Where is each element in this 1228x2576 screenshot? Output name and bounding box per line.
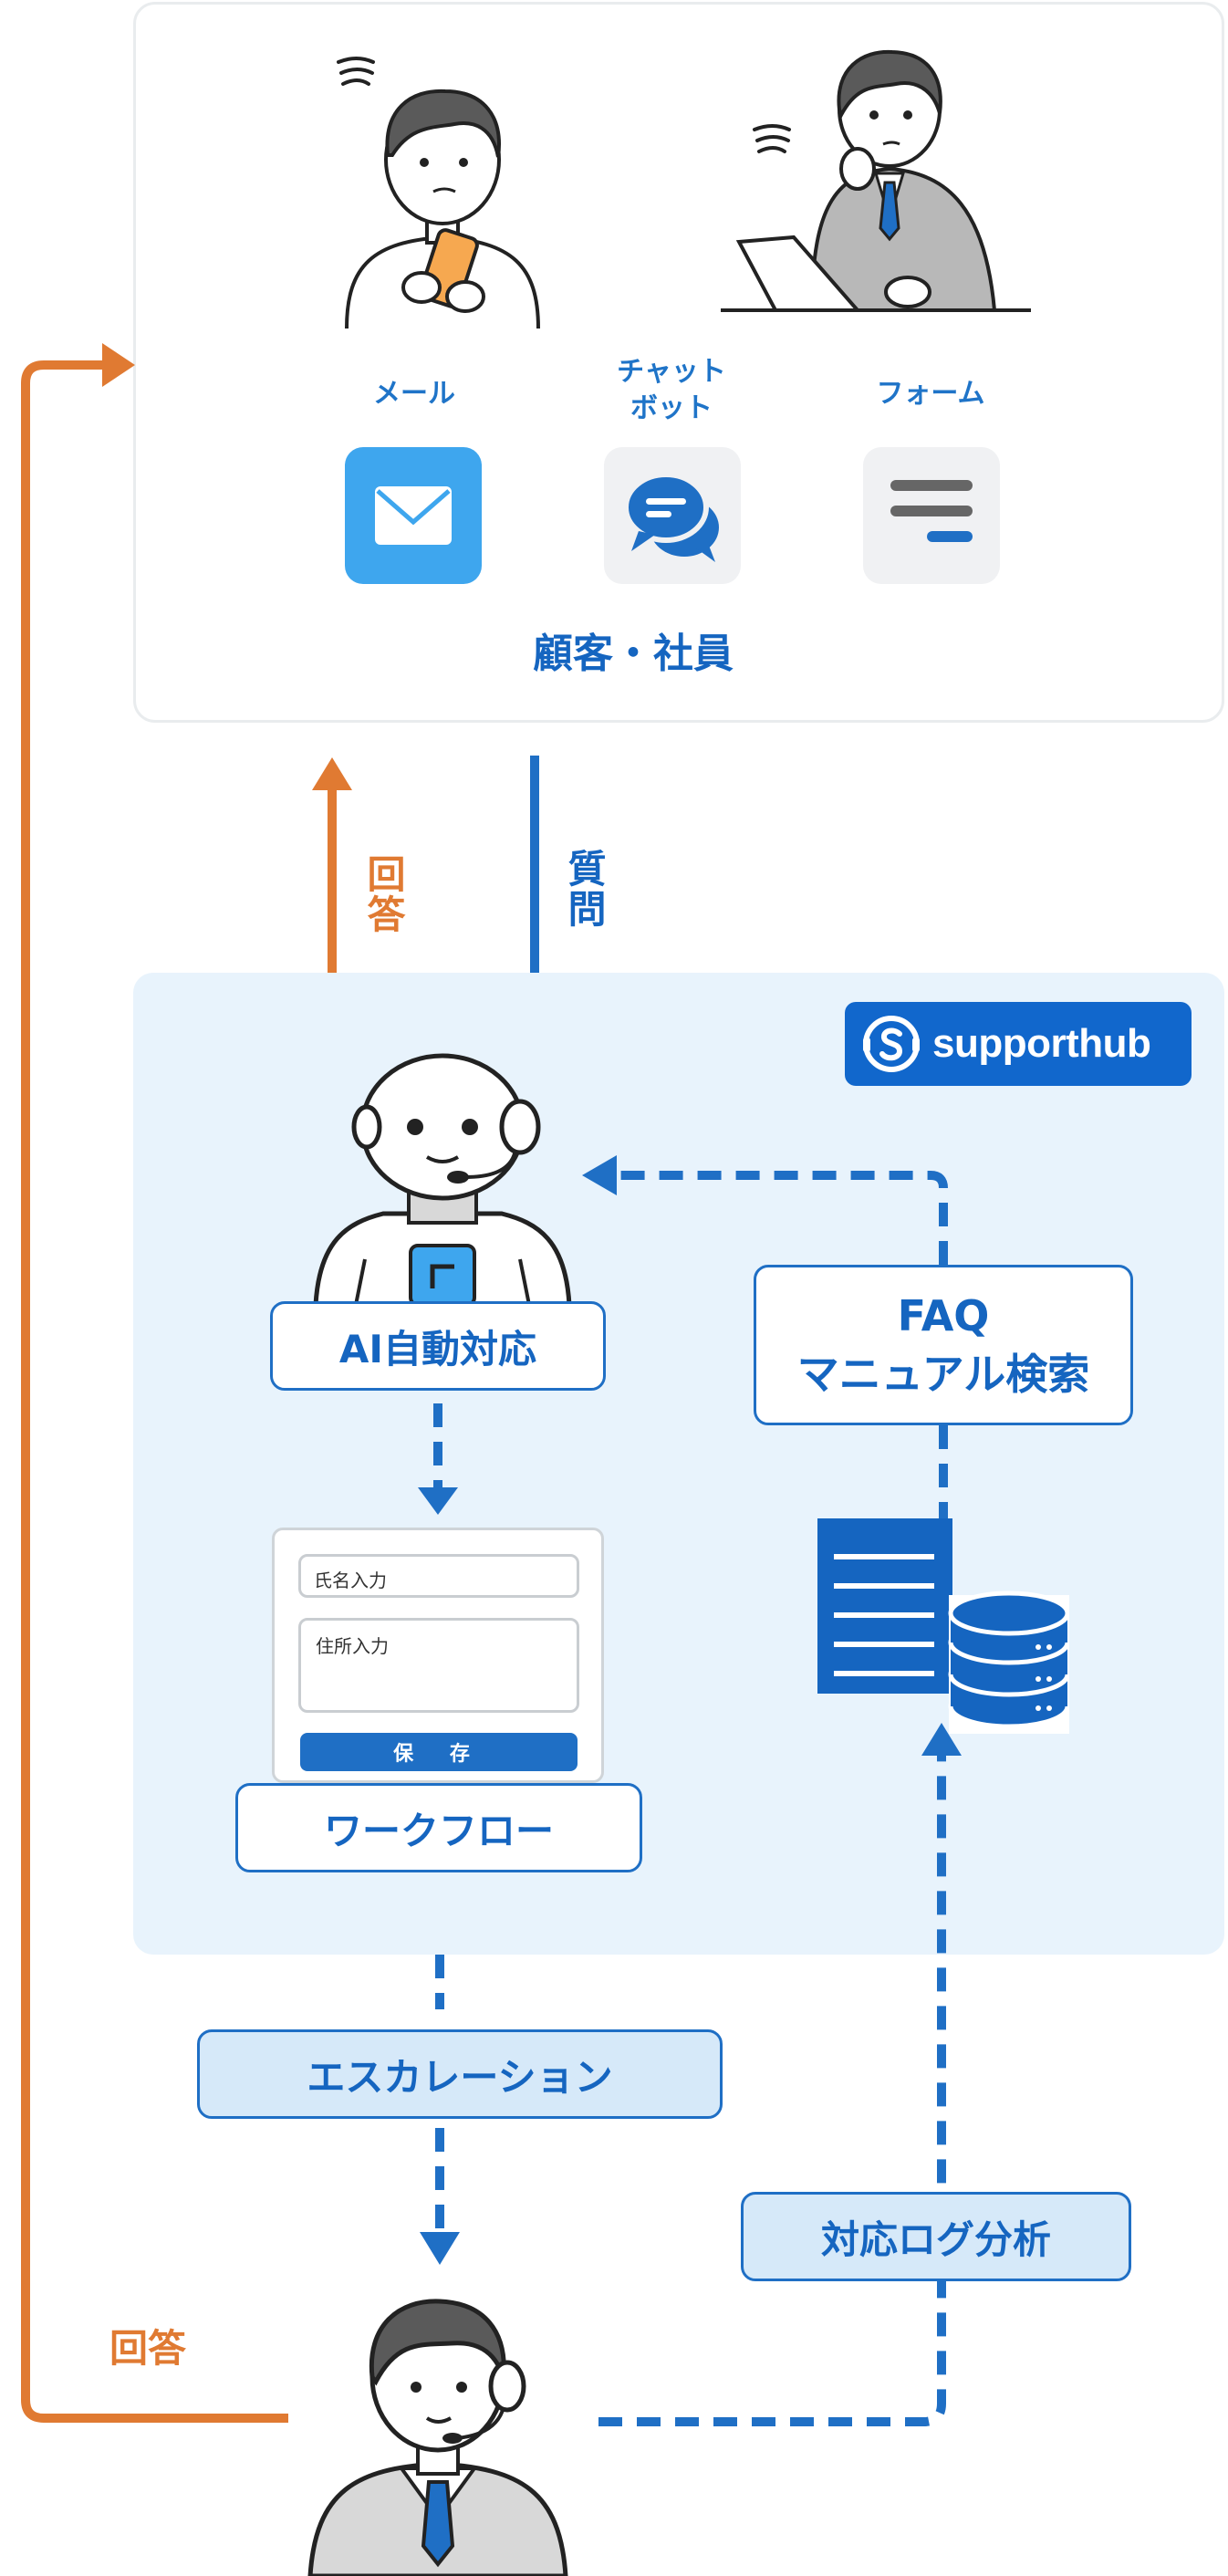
escalation-to-operator-arrow [420, 2128, 460, 2265]
supporthub-logo-icon [863, 1016, 920, 1072]
mail-channel-tile [345, 447, 482, 584]
faq-manual-search-box: FAQ マニュアル検索 [754, 1265, 1133, 1425]
faq-to-docs-line [939, 1425, 948, 1520]
workflow-form-card: 氏名入力 住所入力 保 存 [272, 1528, 604, 1783]
down-arrowhead-icon [418, 1487, 458, 1515]
ai-auto-response-label: AI自動対応 [270, 1301, 606, 1391]
ai-to-workflow-arrow [418, 1403, 458, 1515]
chatbot-channel-tile [604, 447, 741, 584]
left-arrowhead-icon [582, 1155, 617, 1195]
faq-label-line1: FAQ [897, 1291, 990, 1340]
name-input[interactable]: 氏名入力 [298, 1554, 579, 1598]
faq-to-ai-arrow [582, 1155, 948, 1265]
up-arrowhead-icon [921, 1723, 962, 1756]
document-database-icon [817, 1518, 1069, 1734]
faq-label-line2: マニュアル検索 [796, 1350, 1090, 1399]
businessman-laptop-illustration [721, 49, 1031, 312]
down-arrowhead-icon-2 [420, 2232, 460, 2265]
panel-to-escalation-line [435, 1955, 444, 2009]
question-label: 質問 [562, 849, 607, 929]
mail-icon [375, 486, 452, 545]
customer-employee-title: 顧客・社員 [533, 631, 734, 677]
answer-label-top: 回答 [361, 854, 406, 934]
operator-illustration [307, 2299, 568, 2576]
save-button[interactable]: 保 存 [300, 1733, 578, 1771]
chat-bubble-icon [623, 472, 719, 562]
supporthub-logo-text: supporthub [932, 1021, 1151, 1066]
channel-label-mail: メール [373, 378, 455, 410]
supporthub-logo: supporthub [845, 1002, 1192, 1086]
person-with-phone-illustration [345, 89, 540, 329]
answer-up-arrow-icon [312, 757, 352, 790]
answer-label-bottom: 回答 [109, 2326, 187, 2371]
address-input[interactable]: 住所入力 [298, 1618, 579, 1713]
form-channel-tile [863, 447, 1000, 584]
worry-scribble-icon-2 [753, 124, 791, 153]
ai-robot-illustration [313, 1053, 572, 1305]
worry-scribble-icon [337, 57, 375, 86]
answer-loop-arrowhead-icon [102, 343, 135, 387]
workflow-label: ワークフロー [235, 1783, 642, 1872]
customer-employee-card [133, 2, 1224, 723]
channel-label-form: フォーム [876, 378, 985, 410]
log-analysis-arrow [598, 1723, 962, 2426]
escalation-label: エスカレーション [197, 2029, 723, 2119]
log-analysis-label: 対応ログ分析 [741, 2192, 1131, 2281]
answer-loop-arrow [21, 343, 288, 2423]
form-lines-icon [890, 480, 973, 542]
channel-label-chatbot: チャット ボット [617, 356, 726, 424]
